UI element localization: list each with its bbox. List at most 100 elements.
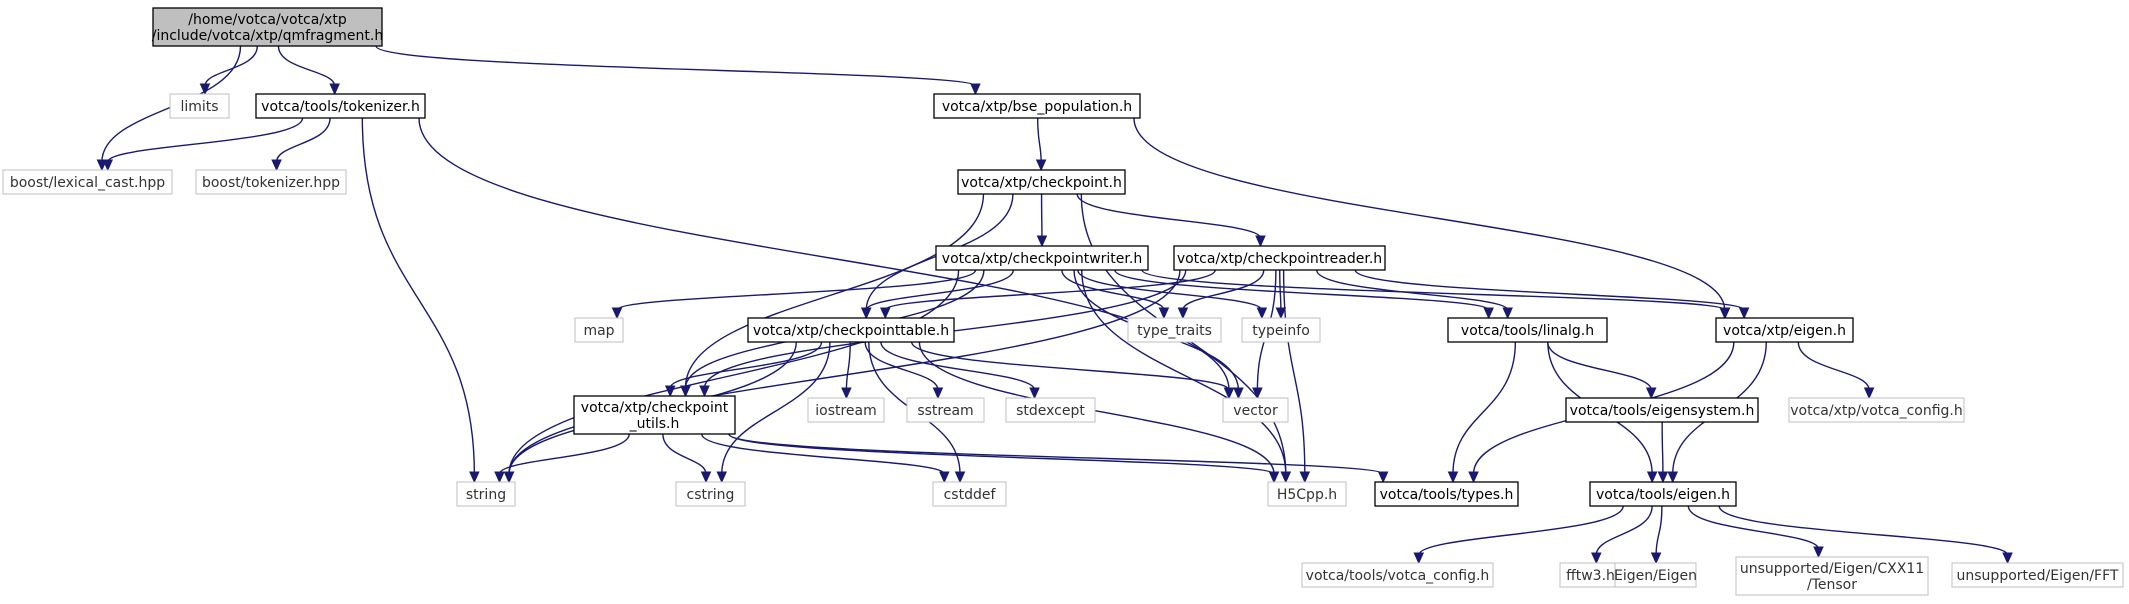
node-label: stdexcept xyxy=(1016,403,1085,419)
dependency-edge xyxy=(1177,269,1265,320)
dependency-edge xyxy=(1657,421,1669,484)
edge-line xyxy=(1114,269,1490,311)
node-typeinfo: typeinfo xyxy=(1241,317,1321,343)
arrowhead xyxy=(1502,307,1513,320)
node-checkpointreader[interactable]: votca/xtp/checkpointreader.h xyxy=(1173,245,1386,271)
arrowhead xyxy=(1252,387,1263,400)
node-eigen-tensor: unsupported/Eigen/CXX11/Tensor xyxy=(1735,556,1929,596)
edge-line xyxy=(884,269,1216,311)
node-checkpointtable[interactable]: votca/xtp/checkpointtable.h xyxy=(747,317,955,343)
edge-line xyxy=(918,341,1275,475)
node-label: votca/xtp/votca_config.h xyxy=(1790,403,1963,419)
node-limits: limits xyxy=(169,93,230,119)
node-box xyxy=(574,317,624,343)
node-label: type_traits xyxy=(1137,323,1212,339)
node-cstring: cstring xyxy=(675,481,746,507)
arrowhead xyxy=(1813,546,1824,559)
arrowhead xyxy=(1646,471,1658,484)
node-tokenizer-h[interactable]: votca/tools/tokenizer.h xyxy=(255,93,426,119)
node-label: votca/tools/tokenizer.h xyxy=(261,99,420,115)
arrowhead xyxy=(2002,552,2013,565)
arrowhead xyxy=(939,471,950,484)
node-label: unsupported/Eigen/FFT xyxy=(1957,568,2119,584)
node-sstream: sstream xyxy=(906,397,985,423)
dependency-edge xyxy=(664,341,823,398)
dependency-edge xyxy=(1354,269,1750,320)
dependency-edge xyxy=(1076,193,1266,248)
node-box xyxy=(1267,481,1347,507)
node-box xyxy=(152,7,383,47)
node-label: votca/xtp/checkpointreader.h xyxy=(1177,251,1382,267)
arrowhead xyxy=(1158,307,1170,320)
arrowhead xyxy=(271,159,282,172)
arrowhead xyxy=(700,471,712,484)
node-checkpointwriter[interactable]: votca/xtp/checkpointwriter.h xyxy=(935,245,1149,271)
node-label: votca/tools/eigensystem.h xyxy=(1570,403,1755,419)
node-box xyxy=(1447,317,1608,343)
arrowhead xyxy=(1738,307,1750,320)
node-label: sstream xyxy=(917,403,973,419)
dependency-edge xyxy=(494,433,630,484)
node-label: _utils.h xyxy=(629,416,680,432)
node-eigen-eigen: Eigen/Eigen xyxy=(1614,562,1697,588)
edge-line xyxy=(701,433,945,475)
edge-line xyxy=(1282,269,1306,475)
node-label: fftw3.h xyxy=(1566,568,1615,584)
node-box xyxy=(1241,317,1321,343)
arrowhead xyxy=(1413,552,1425,565)
dependency-edge xyxy=(1591,505,1653,565)
node-label: votca/xtp/checkpointwriter.h xyxy=(942,251,1142,267)
dependency-edge xyxy=(716,341,831,484)
node-label: H5Cpp.h xyxy=(1277,487,1337,503)
node-bse-population[interactable]: votca/xtp/bse_population.h xyxy=(933,93,1141,119)
node-box xyxy=(1127,317,1222,343)
node-checkpoint-h[interactable]: votca/xtp/checkpoint.h xyxy=(957,169,1126,195)
arrowhead xyxy=(1650,552,1662,565)
dependency-edge xyxy=(728,433,1280,484)
node-linalg[interactable]: votca/tools/linalg.h xyxy=(1447,317,1608,343)
node-type-traits: type_traits xyxy=(1127,317,1222,343)
edge-line xyxy=(1036,117,1042,163)
arrowhead xyxy=(1863,387,1875,400)
node-map: map xyxy=(574,317,624,343)
arrowhead xyxy=(1035,159,1047,172)
node-label: votca/tools/types.h xyxy=(1380,487,1514,503)
node-eigensystem[interactable]: votca/tools/eigensystem.h xyxy=(1565,397,1759,423)
node-box xyxy=(255,93,426,119)
node-fftw3: fftw3.h xyxy=(1559,562,1622,588)
dependency-edge xyxy=(1036,193,1048,248)
arrowhead xyxy=(469,471,480,484)
node-label: votca/xtp/checkpoint.h xyxy=(961,175,1122,191)
dependency-edge xyxy=(728,433,1389,484)
node-box xyxy=(1173,245,1386,271)
edge-line xyxy=(1279,269,1282,311)
arrowhead xyxy=(494,471,505,484)
arrowhead xyxy=(1223,387,1235,400)
dependency-edge xyxy=(1718,505,2013,565)
arrowhead xyxy=(1256,307,1268,320)
dependency-edge xyxy=(1447,341,1517,484)
node-box xyxy=(1005,397,1096,423)
edge-line xyxy=(880,341,1036,391)
edge-line xyxy=(1418,505,1624,556)
node-xtp-eigen[interactable]: votca/xtp/eigen.h xyxy=(1715,317,1854,343)
node-root[interactable]: /home/votca/votca/xtp/include/votca/xtp/… xyxy=(152,7,383,47)
arrowhead xyxy=(1177,307,1189,320)
dependency-edge xyxy=(375,45,981,96)
dependency-edge xyxy=(1081,269,1292,484)
arrowhead xyxy=(664,385,676,398)
node-label: cstddef xyxy=(944,487,997,503)
node-label: votca/tools/votca_config.h xyxy=(1306,568,1490,584)
edge-line xyxy=(728,433,1384,475)
edge-line xyxy=(616,269,977,311)
node-tools-eigen[interactable]: votca/tools/eigen.h xyxy=(1589,481,1737,507)
node-checkpoint-utils[interactable]: votca/xtp/checkpoint_utils.h xyxy=(573,395,736,435)
edge-line xyxy=(1595,505,1653,556)
node-tools-types[interactable]: votca/tools/types.h xyxy=(1374,481,1519,507)
dependency-edge xyxy=(1035,117,1047,172)
edge-line xyxy=(1081,269,1287,475)
node-box xyxy=(1951,562,2124,588)
arrowhead xyxy=(1667,471,1678,484)
edge-line xyxy=(1661,421,1664,475)
arrowhead xyxy=(1280,471,1292,484)
